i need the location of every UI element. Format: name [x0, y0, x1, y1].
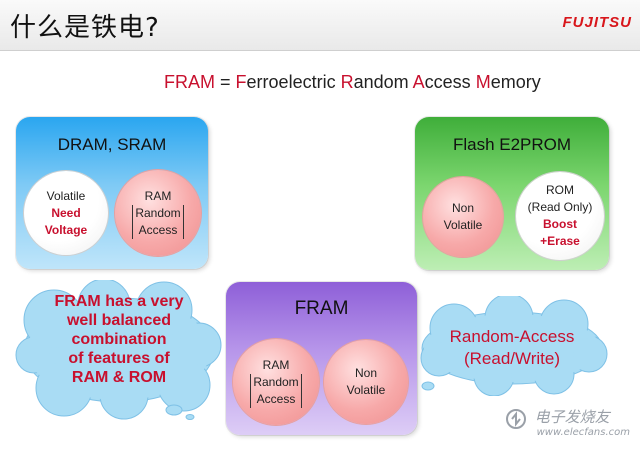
fram-definition: FRAM = Ferroelectric Random Access Memor… — [164, 72, 541, 93]
definition-word-random: Random — [340, 72, 409, 92]
fram-volatile-label: Volatile — [346, 383, 386, 397]
fram-random-label: Random — [253, 374, 299, 389]
dram-access-label: Access — [138, 222, 178, 237]
flash-readonly-label: (Read Only) — [527, 200, 593, 214]
definition-equals: = — [220, 72, 231, 92]
left-cloud-line-5: RAM & ROM — [71, 369, 167, 386]
fram-box-title: FRAM — [294, 298, 349, 319]
left-cloud-callout: FRAM has a very well balanced combinatio… — [14, 278, 224, 420]
dram-random-label: Random — [135, 205, 181, 220]
left-cloud-line-1: FRAM has a very — [54, 293, 184, 310]
dram-volatile-label: Volatile — [46, 188, 86, 203]
right-cloud-line-1: Random-Access — [449, 327, 575, 346]
left-cloud-line-4: of features of — [68, 350, 170, 367]
fram-access-label: Access — [256, 391, 296, 406]
right-cloud-line-2: (Read/Write) — [463, 349, 561, 368]
dram-volatile-circle: Volatile Need Voltage — [24, 171, 108, 255]
fram-box: FRAM RAM Random Access Non Volatile — [226, 282, 417, 435]
watermark-url-text: www.elecfans.com — [536, 427, 630, 438]
dram-sram-box: DRAM, SRAM Volatile Need Voltage RAM Ran… — [16, 117, 208, 269]
elecfans-watermark: 电子发烧友 www.elecfans.com — [505, 406, 630, 438]
fram-ram-label: RAM — [262, 357, 290, 372]
flash-nonvolatile-circle: Non Volatile — [423, 177, 503, 257]
flash-non-label: Non — [451, 201, 474, 215]
definition-word-memory: Memory — [475, 72, 541, 92]
fram-random-access-bracket: Random Access — [250, 373, 302, 408]
flash-erase-label: +Erase — [540, 234, 580, 248]
flash-rom-circle: ROM (Read Only) Boost +Erase — [516, 172, 604, 260]
elecfans-logo-icon — [505, 409, 526, 429]
right-cloud-text: Random-Access (Read/Write) — [422, 326, 602, 370]
dram-need-label: Need — [51, 205, 81, 220]
definition-word-access: Access — [412, 72, 471, 92]
definition-acronym: FRAM — [164, 72, 215, 92]
cloud-shape-icon — [420, 293, 608, 397]
flash-rom-label: ROM — [546, 183, 574, 197]
fram-non-label: Non — [354, 366, 377, 380]
fram-nonvolatile-circle: Non Volatile — [324, 340, 408, 424]
flash-boost-label: Boost — [543, 217, 577, 231]
right-cloud-callout: Random-Access (Read/Write) — [414, 293, 610, 397]
fram-ram-circle: RAM Random Access — [233, 339, 319, 425]
header-bar: 什么是铁电? FUJITSU — [0, 0, 640, 51]
dram-random-access-bracket: Random Access — [132, 204, 184, 239]
dram-box-title: DRAM, SRAM — [57, 135, 167, 154]
page-title: 什么是铁电? — [10, 13, 160, 43]
left-cloud-text: FRAM has a very well balanced combinatio… — [24, 292, 214, 387]
cloud-shape-icon — [15, 278, 222, 420]
left-cloud-line-3: combination — [71, 331, 167, 348]
definition-word-ferroelectric: Ferroelectric — [235, 72, 336, 92]
flash-volatile-label: Volatile — [443, 218, 483, 232]
flash-box-title: Flash E2PROM — [452, 135, 572, 154]
dram-voltage-label: Voltage — [44, 222, 88, 237]
dram-ram-label: RAM — [144, 188, 172, 203]
fujitsu-logo: FUJITSU — [562, 14, 632, 31]
watermark-main-text: 电子发烧友 — [534, 408, 610, 426]
left-cloud-line-2: well balanced — [66, 312, 172, 329]
dram-ram-circle: RAM Random Access — [115, 170, 201, 256]
flash-e2prom-box: Flash E2PROM Non Volatile ROM (Read Only… — [415, 117, 609, 270]
